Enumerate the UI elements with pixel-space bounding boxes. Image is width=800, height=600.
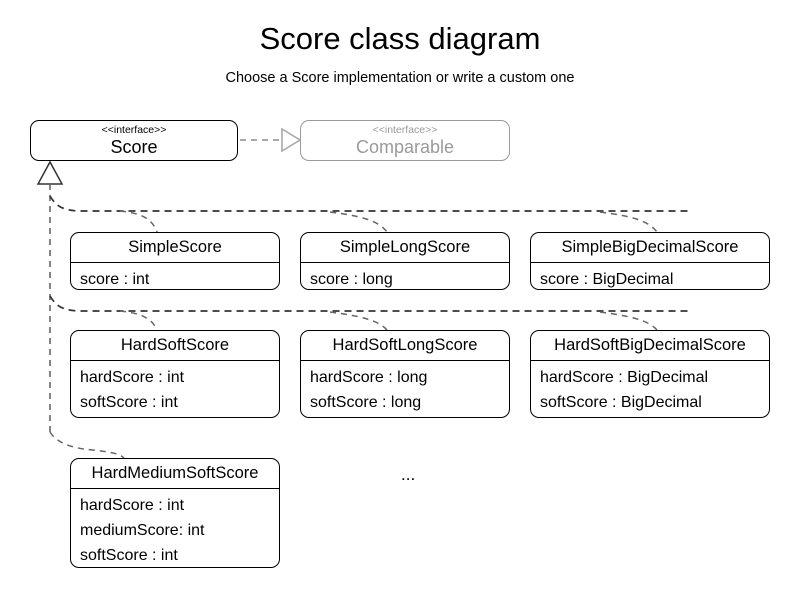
class-name: SimpleBigDecimalScore — [531, 233, 769, 263]
class-attribute: score : BigDecimal — [540, 271, 674, 288]
class-box-hard-medium-soft-score[interactable]: HardMediumSoftScore hardScore : int medi… — [70, 458, 280, 568]
class-attribute: hardScore : int — [80, 369, 185, 386]
class-attribute: softScore : int — [80, 547, 178, 564]
class-attribute: softScore : long — [310, 394, 422, 411]
class-box-hard-soft-big-decimal-score[interactable]: HardSoftBigDecimalScore hardScore : BigD… — [530, 330, 770, 418]
interface-name: Score — [110, 136, 158, 157]
class-box-simple-score[interactable]: SimpleScore score : int — [70, 232, 280, 290]
class-attributes: score : BigDecimal — [531, 263, 769, 289]
stereotype-label: <<interface>> — [372, 123, 438, 136]
page-title: Score class diagram — [259, 21, 541, 56]
class-attribute: mediumScore: int — [80, 522, 205, 539]
branch-row1-to-simple-big-decimal-score — [599, 211, 658, 233]
interface-box-score[interactable]: <<interface>> Score — [30, 120, 238, 161]
branch-row2-to-hard-soft-score — [119, 310, 158, 331]
stereotype-label: <<interface>> — [101, 123, 167, 136]
interface-box-comparable[interactable]: <<interface>> Comparable — [300, 120, 510, 161]
class-attribute: hardScore : long — [310, 369, 428, 386]
class-box-simple-long-score[interactable]: SimpleLongScore score : long — [300, 232, 510, 290]
branch-row1-to-simple-long-score — [329, 211, 388, 233]
class-name: HardMediumSoftScore — [71, 459, 279, 489]
class-attribute: softScore : int — [80, 394, 178, 411]
class-name: HardSoftBigDecimalScore — [531, 331, 769, 361]
class-name: HardSoftScore — [71, 331, 279, 361]
class-attributes: score : long — [301, 263, 509, 289]
branch-to-hard-medium-soft-score — [49, 431, 125, 459]
class-attributes: hardScore : long softScore : long — [301, 361, 509, 417]
class-attributes: score : int — [71, 263, 279, 289]
class-box-hard-soft-score[interactable]: HardSoftScore hardScore : int softScore … — [70, 330, 280, 418]
branch-row2-to-hard-soft-long-score — [329, 311, 388, 331]
class-attribute: score : long — [310, 271, 393, 288]
class-box-hard-soft-long-score[interactable]: HardSoftLongScore hardScore : long softS… — [300, 330, 510, 418]
branch-row2 — [49, 295, 690, 312]
branch-row2-to-hard-soft-big-decimal-score — [599, 311, 658, 331]
page-subtitle: Choose a Score implementation or write a… — [225, 70, 575, 86]
class-name: HardSoftLongScore — [301, 331, 509, 361]
class-attribute: score : int — [80, 271, 150, 288]
class-name: SimpleScore — [71, 233, 279, 263]
class-name: SimpleLongScore — [301, 233, 509, 263]
class-attribute: hardScore : int — [80, 497, 185, 514]
class-attributes: hardScore : BigDecimal softScore : BigDe… — [531, 361, 769, 417]
generalization-triangle — [36, 160, 64, 185]
branch-row1-to-simple-score — [119, 210, 158, 233]
class-box-simple-big-decimal-score[interactable]: SimpleBigDecimalScore score : BigDecimal — [530, 232, 770, 290]
class-attributes: hardScore : int softScore : int — [71, 361, 279, 417]
realization-score-to-comparable — [240, 127, 302, 153]
class-attributes: hardScore : int mediumScore: int softSco… — [71, 489, 279, 567]
class-attribute: softScore : BigDecimal — [540, 394, 702, 411]
more-classes-ellipsis: ... — [401, 465, 416, 484]
interface-name: Comparable — [355, 136, 455, 157]
branch-row1 — [49, 195, 690, 212]
class-attribute: hardScore : BigDecimal — [540, 369, 709, 386]
